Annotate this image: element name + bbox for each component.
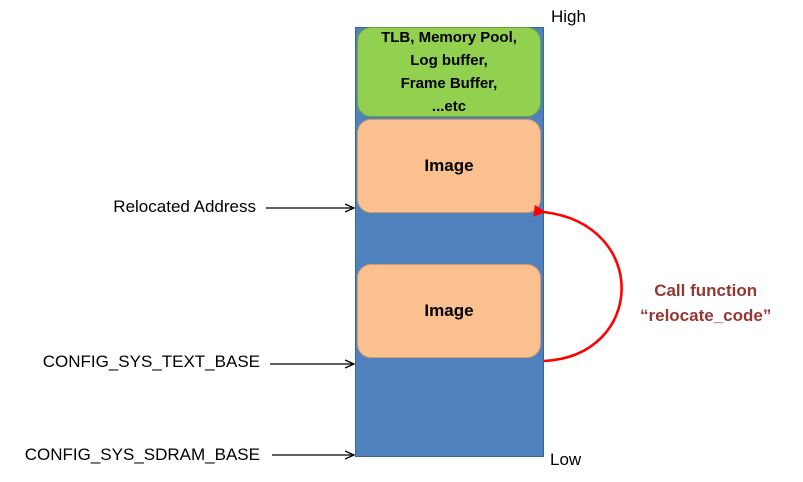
reserved-memory-line: Frame Buffer, <box>400 75 498 92</box>
reserved-memory-line: ...etc <box>431 98 467 115</box>
high-label: High <box>551 7 586 26</box>
low-label: Low <box>550 450 582 469</box>
relocated-image-block: Image <box>357 119 541 213</box>
original-image-label: Image <box>424 301 474 320</box>
text-base-label: CONFIG_SYS_TEXT_BASE <box>42 352 260 371</box>
call-function-label: Call function “relocate_code” <box>640 278 771 328</box>
call-function-name: “relocate_code” <box>640 306 772 325</box>
relocated-image-label: Image <box>424 156 474 175</box>
sdram-base-label: CONFIG_SYS_SDRAM_BASE <box>24 445 260 464</box>
relocate-call-arrow <box>533 204 623 363</box>
reserved-memory-line: TLB, Memory Pool, <box>381 29 517 46</box>
original-image-block: Image <box>357 264 541 358</box>
relocated-address-label: Relocated Address <box>113 197 256 216</box>
reserved-memory-line: Log buffer, <box>410 52 488 69</box>
call-function-line: Call function <box>654 281 758 300</box>
reserved-memory-block: TLB, Memory Pool, Log buffer, Frame Buff… <box>357 27 541 117</box>
